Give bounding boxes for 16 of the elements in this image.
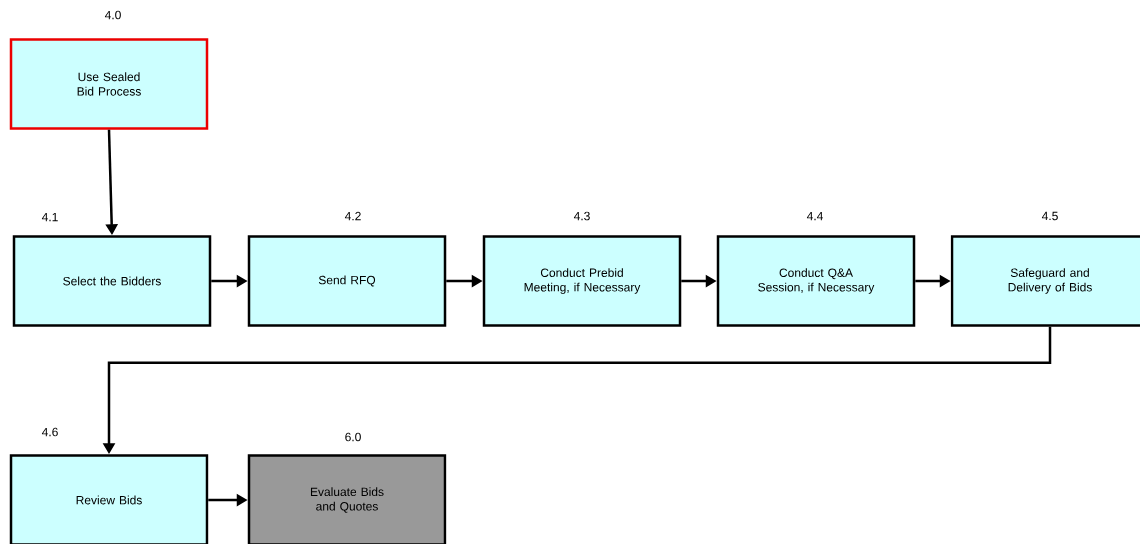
step-number: 4.6 (41, 427, 58, 437)
process-box: Use Sealed Bid Process (9, 38, 209, 130)
process-box: Evaluate Bids and Quotes (247, 454, 447, 544)
step-number: 4.3 (573, 211, 590, 221)
process-box: Conduct Q&A Session, if Necessary (716, 235, 916, 327)
process-box: Send RFQ (247, 235, 447, 327)
step-number: 4.1 (41, 212, 58, 222)
step-number: 4.0 (104, 10, 121, 20)
process-box: Select the Bidders (12, 235, 212, 327)
step-number: 4.2 (344, 211, 361, 221)
process-box: Safeguard and Delivery of Bids (950, 235, 1140, 327)
step-number: 6.0 (345, 432, 361, 442)
step-number: 4.5 (1041, 211, 1058, 221)
process-box: Review Bids (9, 454, 209, 544)
process-box: Conduct Prebid Meeting, if Necessary (482, 235, 682, 327)
step-number: 4.4 (806, 211, 823, 221)
